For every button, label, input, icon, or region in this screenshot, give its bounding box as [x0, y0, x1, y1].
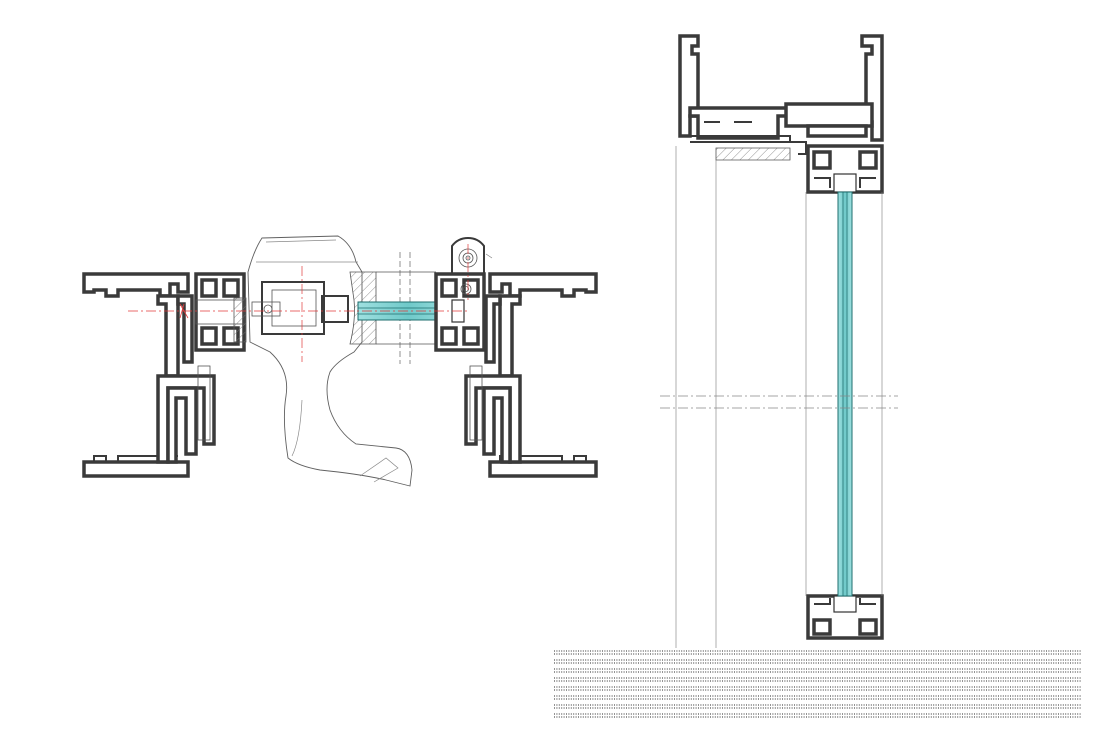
bottom-sash-profile [806, 594, 884, 640]
right-sash-profile [434, 272, 486, 352]
head-frame-profile [678, 34, 884, 161]
reference-lines [675, 146, 883, 648]
floor-hatch [554, 650, 1082, 718]
vertical-section [554, 34, 1082, 718]
right-frame-profile [464, 272, 598, 478]
left-frame-profile [82, 272, 216, 478]
handle-assembly [247, 235, 413, 487]
horizontal-section [82, 235, 598, 487]
centerline-mark [179, 303, 189, 319]
glass-pane-vertical [837, 191, 853, 597]
hinge-detail [451, 236, 493, 274]
left-sash-profile [194, 272, 247, 352]
top-sash-profile [806, 144, 884, 194]
